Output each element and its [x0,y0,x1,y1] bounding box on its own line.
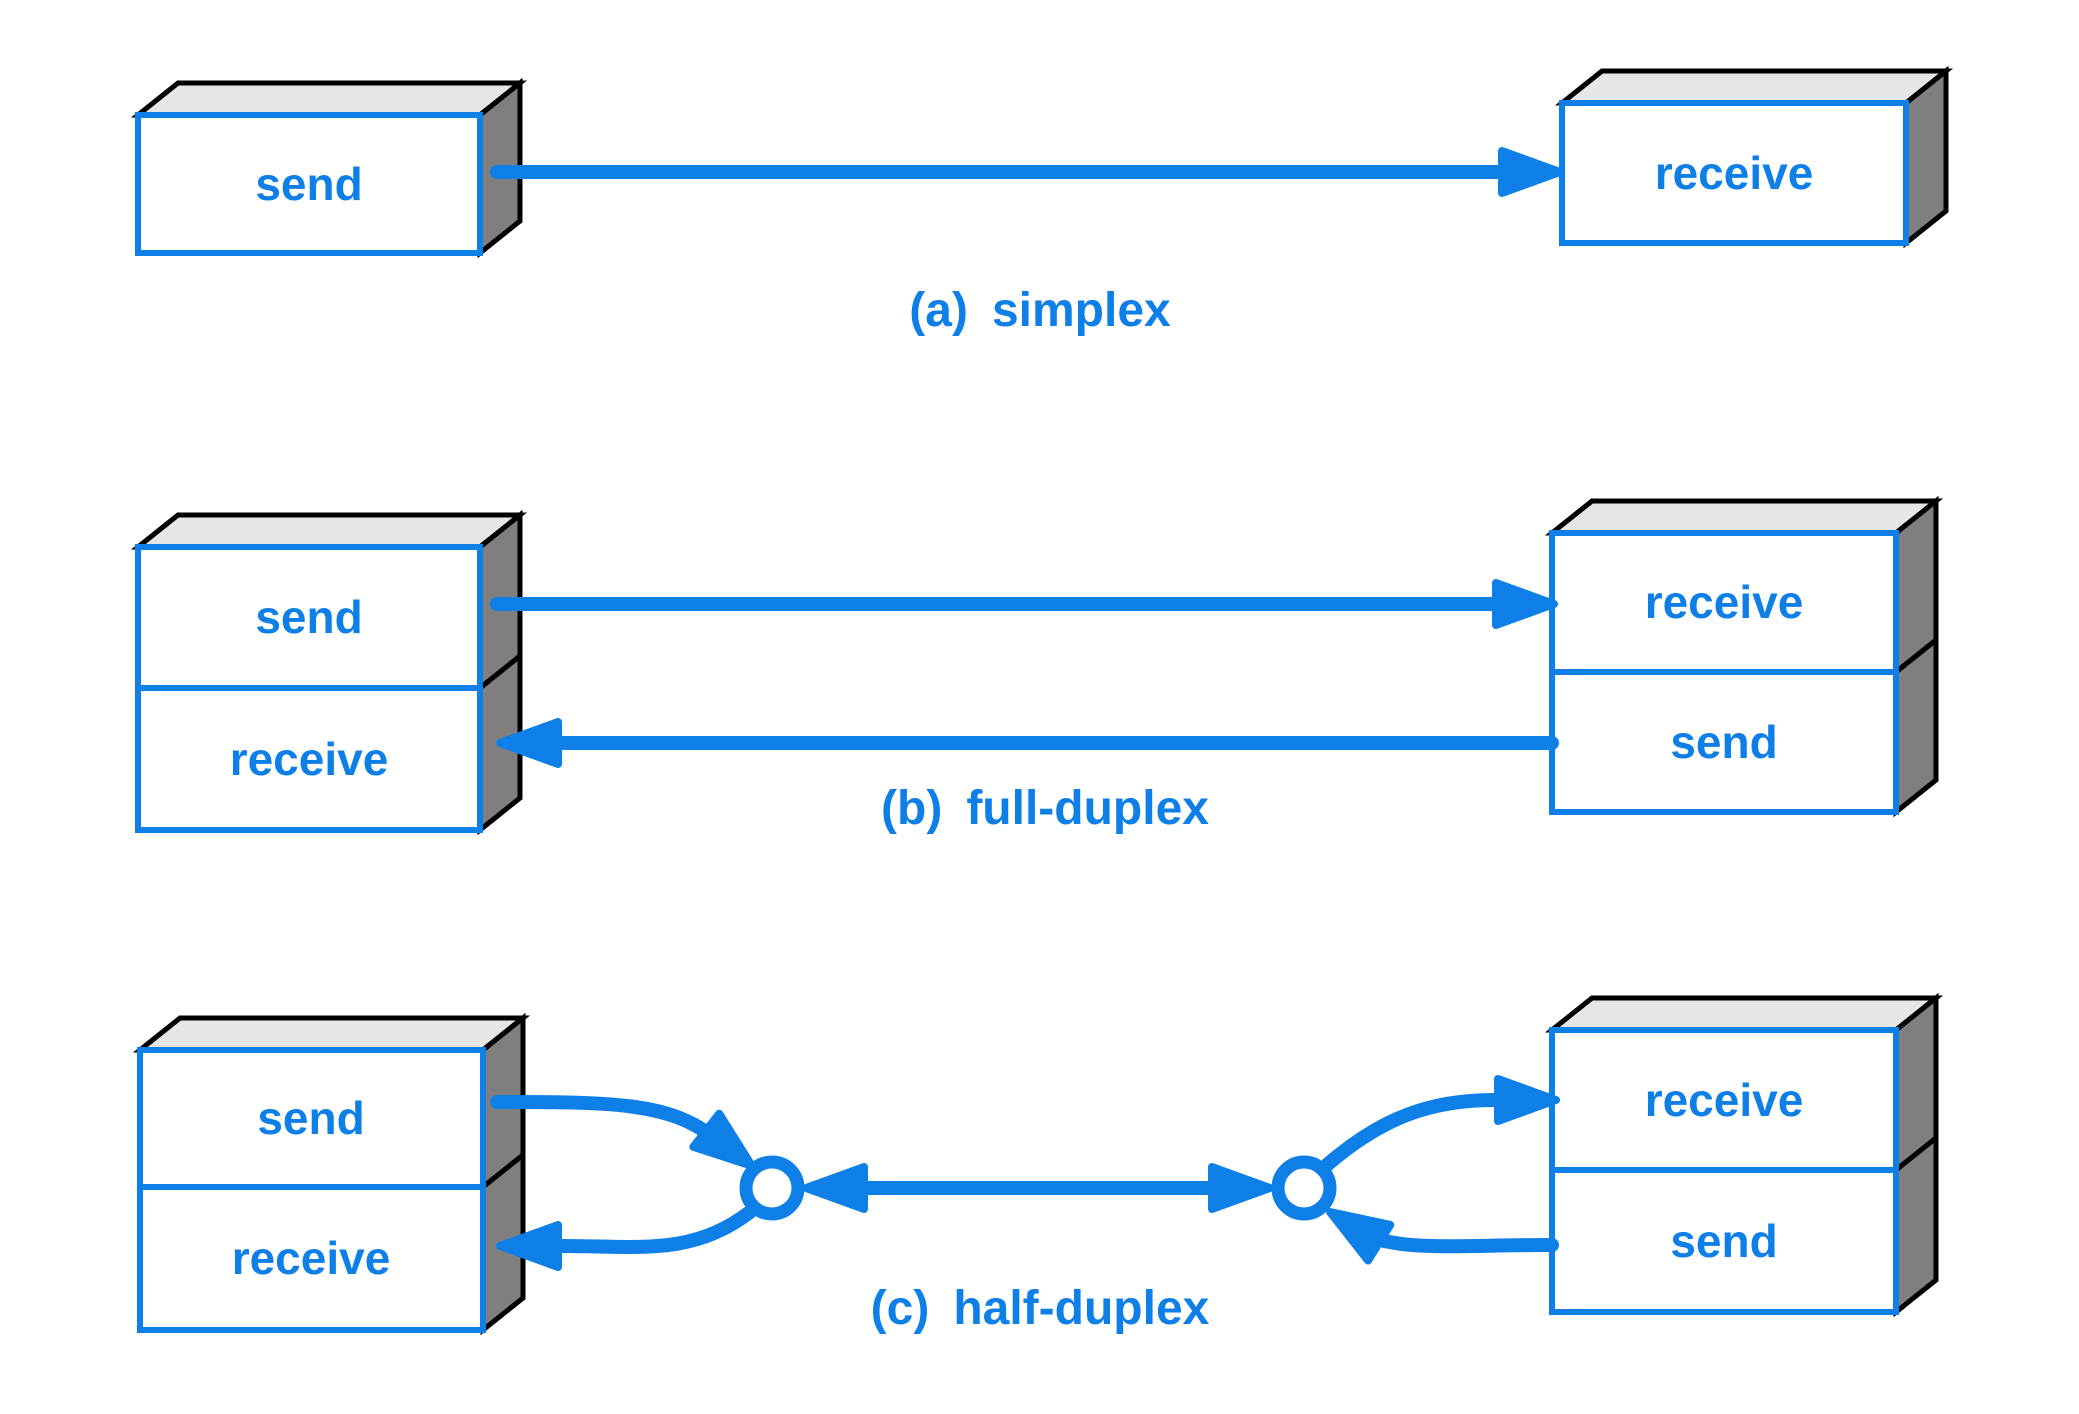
arrow-shaft [490,1095,721,1145]
simplex-receive-box: receive [1554,65,1954,249]
box-top-face [130,512,528,550]
half-duplex-right-box: receive send [1544,992,1944,1318]
junction-node-left [739,1155,805,1221]
full-duplex-right-box: receive send [1544,495,1944,818]
receive-label: receive [1645,1074,1804,1126]
send-label: send [255,158,362,210]
full-duplex-arrow-rightward [490,579,1558,629]
receive-compartment [135,685,483,833]
simplex-send-box: send [130,77,528,259]
arrowhead-left-icon [496,718,562,768]
arrowhead-left-icon [802,1163,868,1213]
receive-label: receive [1655,147,1814,199]
receive-label: receive [230,733,389,785]
send-label: send [1670,1215,1777,1267]
receive-compartment [137,1184,486,1333]
full-duplex-diagram: send receive receive send (b)full-duplex [130,495,1944,836]
arrow-shaft [1321,1093,1501,1171]
full-duplex-left-box: send receive [130,509,528,836]
receive-compartment [1549,1027,1899,1173]
arrow-shaft [1373,1233,1559,1254]
arrowhead-right-icon [1492,579,1558,629]
full-duplex-arrow-leftward [496,718,1559,768]
receive-label: receive [232,1232,391,1284]
arrowhead-right-icon [1498,147,1564,197]
half-duplex-right-send-arrow [1326,1208,1559,1265]
arrowhead-upleft-icon [1326,1208,1395,1265]
box-top-face [132,1015,531,1053]
simplex-arrow [490,147,1564,197]
send-label: send [1670,716,1777,768]
box-top-face [1544,498,1944,536]
half-duplex-right-receive-arrow [1321,1075,1560,1171]
box-top-face [1544,995,1944,1033]
box-side-face-lower [1893,634,1939,818]
arrow-shaft [555,1205,757,1254]
box-top-face [130,80,528,118]
box-side-face [1903,65,1949,249]
junction-node-right [1271,1155,1337,1221]
half-duplex-caption: (c)half-duplex [871,1282,1210,1335]
simplex-diagram: send receive (a)simplex [130,65,1954,337]
box-side-face-lower [1893,1132,1939,1318]
send-label: send [255,591,362,643]
arrowhead-left-icon [496,1221,562,1271]
half-duplex-left-box: send receive [132,1012,531,1336]
half-duplex-channel-arrow [802,1163,1274,1213]
full-duplex-caption: (b)full-duplex [881,782,1209,835]
arrowhead-downright-icon [689,1109,756,1170]
arrowhead-right-icon [1494,1075,1560,1125]
box-front-face [135,112,483,256]
send-compartment [1549,1167,1899,1315]
receive-label: receive [1645,576,1804,628]
half-duplex-left-receive-arrow [496,1205,757,1271]
half-duplex-diagram: send receive receive send [132,992,1944,1336]
send-label: send [257,1092,364,1144]
box-top-face [1554,68,1954,106]
arrowhead-right-icon [1208,1163,1274,1213]
receive-compartment [1549,530,1899,675]
half-duplex-left-send-arrow [490,1095,756,1170]
send-compartment [137,1047,486,1190]
simplex-caption: (a)simplex [909,284,1171,337]
